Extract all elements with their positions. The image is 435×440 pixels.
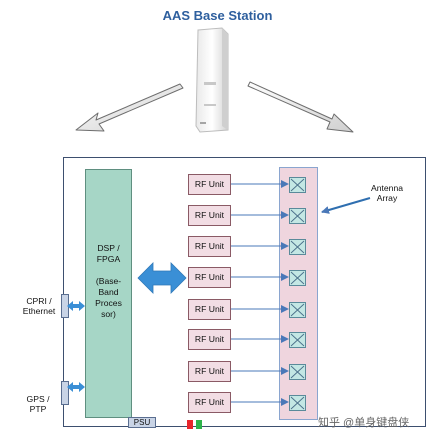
- status-led-red: [187, 420, 193, 429]
- status-led-green: [196, 420, 202, 429]
- antenna-element-8: [289, 395, 306, 411]
- psu-block: PSU: [128, 417, 156, 428]
- antenna-element-7: [289, 364, 306, 380]
- antenna-array-panel: [279, 167, 318, 420]
- rf-unit-2: RF Unit: [188, 205, 231, 226]
- antenna-element-6: [289, 332, 306, 348]
- antenna-element-1: [289, 177, 306, 193]
- antenna-array-label: Antenna Array: [357, 183, 417, 203]
- antenna-array-label-line1: Antenna: [370, 183, 404, 193]
- dsp-fpga-block: DSP / FPGA (Base- Band Proces sor): [85, 169, 132, 418]
- dsp-line-2: FPGA: [96, 254, 121, 264]
- rf-unit-1: RF Unit: [188, 174, 231, 195]
- right-flow-arrow: [247, 81, 354, 133]
- gps-label-line1: GPS /: [26, 394, 50, 404]
- cpri-label-line1: CPRI /: [26, 296, 52, 306]
- cpri-ethernet-label: CPRI / Ethernet: [14, 296, 64, 316]
- antenna-element-3: [289, 239, 306, 255]
- gps-ptp-label: GPS / PTP: [18, 394, 58, 414]
- dsp-line-7: sor): [101, 309, 116, 319]
- antenna-array-label-line2: Array: [376, 193, 398, 203]
- gps-ptp-port: [61, 381, 69, 405]
- dsp-line-3: [86, 265, 131, 276]
- rf-unit-3: RF Unit: [188, 236, 231, 257]
- dsp-line-1: DSP /: [97, 243, 120, 253]
- rf-unit-7: RF Unit: [188, 361, 231, 382]
- dsp-line-5: Band: [98, 287, 119, 297]
- base-station-icon: [195, 27, 229, 133]
- antenna-element-2: [289, 208, 306, 224]
- gps-label-line2: PTP: [29, 404, 47, 414]
- diagram-title: AAS Base Station: [162, 8, 273, 23]
- dsp-line-6: Proces: [95, 298, 122, 308]
- dsp-line-4: (Base-: [95, 276, 122, 286]
- rf-unit-4: RF Unit: [188, 267, 231, 288]
- rf-unit-5: RF Unit: [188, 299, 231, 320]
- rf-unit-8: RF Unit: [188, 392, 231, 413]
- antenna-element-4: [289, 270, 306, 286]
- antenna-element-5: [289, 302, 306, 318]
- left-flow-arrow: [75, 83, 184, 132]
- watermark-text: 知乎 @单身键盘侠: [318, 417, 410, 429]
- cpri-label-line2: Ethernet: [22, 306, 56, 316]
- rf-unit-6: RF Unit: [188, 329, 231, 350]
